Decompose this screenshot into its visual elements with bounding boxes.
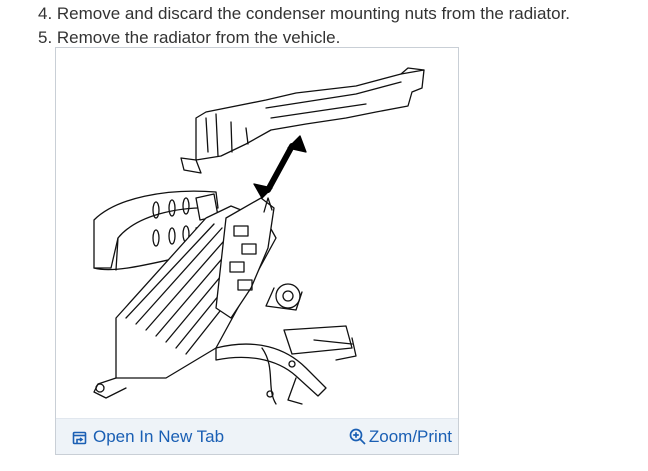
step-4: 4. Remove and discard the condenser moun… (38, 4, 571, 23)
open-new-tab-icon (72, 430, 87, 445)
step-5: 5. Remove the radiator from the vehicle. (38, 28, 341, 47)
open-in-new-tab-label: Open In New Tab (93, 427, 225, 446)
zoom-print-link[interactable]: Zoom/Print (349, 427, 452, 447)
figure-card: Open In New Tab Zoom/Print (55, 47, 459, 455)
zoom-in-icon (349, 428, 367, 446)
instruction-steps: 4. Remove and discard the condenser moun… (38, 2, 570, 50)
zoom-print-label: Zoom/Print (368, 427, 452, 446)
radiator-removal-illustration (93, 67, 425, 405)
figure-footer: Open In New Tab Zoom/Print (56, 418, 458, 454)
open-in-new-tab-link[interactable]: Open In New Tab (72, 427, 224, 447)
